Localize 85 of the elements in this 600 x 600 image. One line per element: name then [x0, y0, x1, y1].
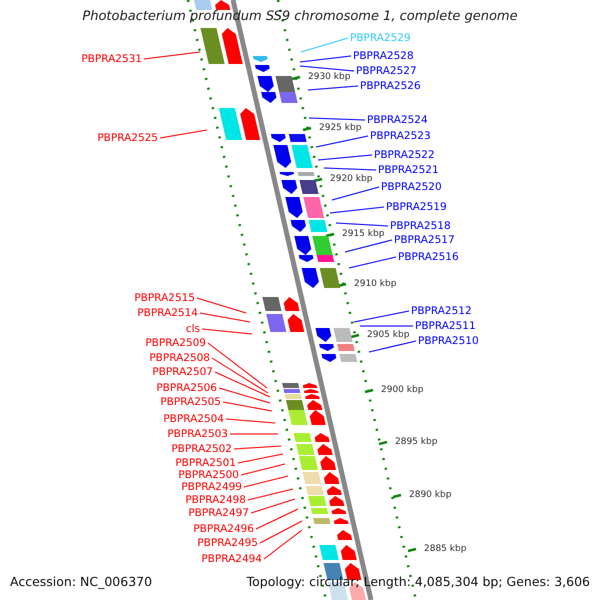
- scale-label: 2915 kbp: [342, 229, 384, 239]
- leader-line: [200, 312, 250, 322]
- leader-line: [160, 130, 208, 138]
- accession-text: Accession: NC_006370: [10, 574, 152, 589]
- leader-line: [308, 86, 358, 90]
- scale-label: 2930 kbp: [308, 72, 350, 82]
- gene-label: PBPRA2508: [149, 352, 210, 364]
- gene-label: PBPRA2510: [418, 335, 479, 347]
- gene-label: PBPRA2528: [353, 50, 414, 62]
- leader-line: [354, 310, 410, 322]
- gene-label: PBPRA2506: [156, 382, 217, 394]
- leader-line: [244, 476, 288, 488]
- leader-line: [324, 168, 376, 170]
- gene-label: PBPRA2495: [197, 537, 258, 549]
- leader-line: [240, 464, 286, 476]
- gene-label: PBPRA2523: [370, 130, 431, 142]
- gene-label: PBPRA2518: [390, 220, 451, 232]
- gene-label: PBPRA2512: [411, 305, 472, 317]
- leader-line: [300, 56, 352, 62]
- leader-line: [330, 206, 384, 214]
- gene-label: PBPRA2522: [374, 149, 435, 161]
- scale-label: 2920 kbp: [330, 174, 372, 184]
- gene-label: PBPRA2525: [97, 132, 158, 144]
- leader-line: [218, 388, 270, 404]
- leader-line: [318, 154, 372, 160]
- gene-label: PBPRA2498: [185, 494, 246, 506]
- leader-line: [336, 222, 388, 226]
- leader-line: [348, 256, 396, 268]
- leader-line: [208, 342, 268, 388]
- leader-line: [344, 240, 392, 252]
- leader-line: [248, 488, 294, 500]
- leader-line: [226, 418, 276, 424]
- gene-label: PBPRA2517: [394, 234, 455, 246]
- scale-label: 2890 kbp: [409, 490, 452, 500]
- gene-label: PBPRA2529: [350, 32, 411, 44]
- gene-label: PBPRA2524: [367, 114, 428, 126]
- leader-line: [214, 372, 270, 398]
- scale-label: 2885 kbp: [424, 544, 466, 554]
- gene-label: cls: [186, 323, 200, 335]
- leader-line: [260, 520, 302, 544]
- leader-line: [196, 298, 246, 314]
- leader-line: [234, 446, 282, 450]
- gene-label: PBPRA2504: [163, 413, 224, 425]
- gene-label: PBPRA2496: [193, 523, 254, 535]
- scale-label: 2910 kbp: [354, 279, 396, 289]
- gene-label: PBPRA2503: [167, 428, 228, 440]
- gene-label: PBPRA2520: [381, 181, 442, 193]
- leader-line: [300, 66, 354, 72]
- gene-label: PBPRA2521: [378, 164, 439, 176]
- leader-line: [144, 52, 200, 60]
- gene-label: PBPRA2502: [171, 443, 232, 455]
- gene-label: PBPRA2509: [145, 337, 206, 349]
- gene-label: PBPRA2494: [201, 553, 262, 565]
- leader-line: [300, 38, 348, 52]
- gene-label: PBPRA2497: [188, 507, 249, 519]
- leader-line: [316, 136, 368, 148]
- gene-label: PBPRA2514: [137, 307, 198, 319]
- gene-label: PBPRA2507: [152, 366, 213, 378]
- gene-label: PBPRA2515: [134, 292, 195, 304]
- leader-line: [368, 340, 416, 352]
- leader-line: [250, 498, 296, 514]
- leader-line: [212, 358, 268, 394]
- scale-label: 2895 kbp: [395, 437, 438, 447]
- leader-line: [332, 186, 380, 200]
- gene-label: PBPRA2505: [160, 396, 221, 408]
- gene-label: PBPRA2511: [415, 320, 476, 332]
- gene-label: PBPRA2527: [356, 65, 417, 77]
- leader-line: [308, 118, 366, 120]
- scale-label: 2925 kbp: [319, 123, 362, 133]
- gene-label: PBPRA2526: [360, 80, 421, 92]
- gene-label: PBPRA2501: [175, 457, 236, 469]
- leader-line: [238, 454, 284, 464]
- scale-label: 2900 kbp: [381, 385, 424, 395]
- genome-stats-text: Topology: circular; Length: 4,085,304 bp; Genes: 3,606: [246, 574, 590, 589]
- gene-label: PBPRA2519: [386, 201, 447, 213]
- leader-line: [222, 402, 272, 412]
- gene-label: PBPRA2516: [398, 251, 459, 263]
- title: Photobacterium profundum SS9 chromosome 1, complete genome: [81, 9, 519, 24]
- gene-label: PBPRA2500: [178, 469, 239, 481]
- scale-label: 2905 kbp: [367, 330, 410, 340]
- leader-line: [264, 530, 302, 560]
- leader-line: [256, 508, 298, 530]
- gene-label: PBPRA2531: [81, 53, 142, 65]
- leader-line: [202, 328, 252, 334]
- gene-label: PBPRA2499: [181, 481, 242, 493]
